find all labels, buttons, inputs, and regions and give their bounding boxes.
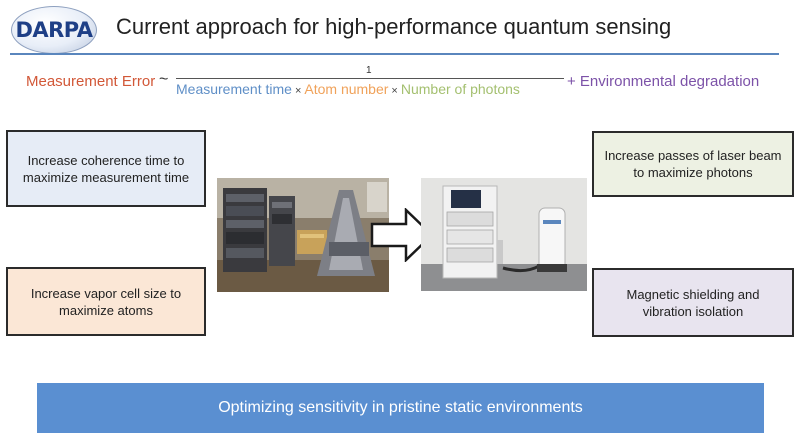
times-symbol: ×: [391, 85, 398, 97]
page-title: Current approach for high-performance qu…: [116, 14, 672, 39]
box-text-line: Increase passes of laser beam: [604, 148, 782, 163]
times-symbol: ×: [294, 85, 302, 97]
formula-denominator: Measurement time×Atom number×Number of p…: [176, 81, 520, 97]
lab-setup-photo: [217, 178, 389, 292]
term-atom-number: Atom number: [304, 81, 389, 97]
fraction-bar: [176, 78, 564, 79]
banner-text: Optimizing sensitivity in pristine stati…: [218, 399, 583, 416]
commercial-sensor-photo: [421, 178, 587, 291]
formula-numerator: 1: [366, 65, 372, 76]
lab-setup-illustration: [217, 178, 389, 292]
darpa-logo: DARPA: [11, 6, 97, 54]
right-arrow-icon: [370, 208, 434, 262]
term-number-of-photons: Number of photons: [400, 81, 520, 97]
box-text-line: to maximize photons: [633, 165, 753, 180]
title-divider: [10, 53, 779, 55]
box-text-line: Increase vapor cell size to: [30, 285, 182, 301]
commercial-sensor-illustration: [421, 178, 587, 291]
box-text-line: maximize measurement time: [22, 169, 190, 185]
laser-passes-box: Increase passes of laser beam to maximize…: [592, 131, 794, 197]
formula-rhs: + Environmental degradation: [567, 73, 760, 90]
box-text-line: Increase coherence time to: [27, 152, 185, 168]
box-text-line: Magnetic shielding and: [626, 286, 760, 302]
box-text-line: vibration isolation: [642, 303, 744, 319]
formula-tilde: ~: [159, 71, 169, 88]
summary-banner: Optimizing sensitivity in pristine stati…: [37, 383, 764, 433]
formula-lhs: Measurement Error: [26, 73, 156, 90]
box-text-line: maximize atoms: [59, 302, 153, 318]
term-measurement-time: Measurement time: [176, 81, 292, 97]
error-formula: Measurement Error ~ 1 Measurement time×A…: [0, 60, 800, 105]
logo-text: DARPA: [15, 18, 93, 42]
